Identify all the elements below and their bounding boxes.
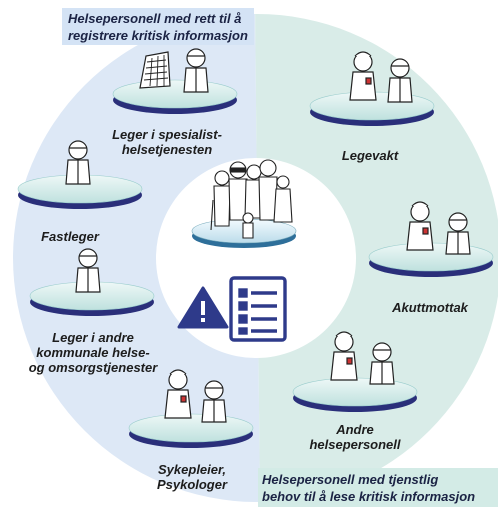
platform-andre bbox=[292, 377, 418, 412]
label-akuttmottak: Akuttmottak bbox=[392, 300, 468, 315]
label-legevakt: Legevakt bbox=[341, 148, 399, 163]
nurse-icon bbox=[349, 51, 377, 101]
header-top-box bbox=[62, 8, 254, 45]
patients-group-icon bbox=[210, 159, 293, 239]
doctor-icon bbox=[369, 342, 395, 385]
label-andre: Andre helsepersonell bbox=[309, 422, 401, 452]
label-fastleger: Fastleger bbox=[41, 229, 99, 244]
platforms bbox=[17, 79, 494, 448]
doctor-icon bbox=[201, 380, 227, 423]
platform-fastleger bbox=[17, 174, 143, 209]
label-spesialist: Leger i spesialist- helsetjenesten bbox=[112, 127, 222, 157]
nurse-icon bbox=[406, 201, 434, 251]
doctor-icon bbox=[65, 140, 91, 185]
doctor-icon bbox=[183, 48, 209, 93]
header-top: Helsepersonell med rett til å registrere… bbox=[68, 11, 248, 43]
platform-kommunale bbox=[29, 281, 155, 316]
figures bbox=[65, 48, 471, 423]
doctor-icon bbox=[75, 248, 101, 293]
nurse-icon bbox=[164, 369, 192, 419]
header-bottom: Helsepersonell med tjenstlig behov til å… bbox=[262, 472, 476, 504]
doctor-icon bbox=[445, 212, 471, 255]
platform-sykepleier bbox=[128, 413, 254, 448]
label-kommunale: Leger i andre kommunale helse- og omsorg… bbox=[28, 330, 158, 375]
platform-spesialist bbox=[112, 79, 238, 114]
label-sykepleier: Sykepleier, Psykologer bbox=[156, 462, 228, 492]
nurse-icon bbox=[330, 331, 358, 381]
checklist-icon bbox=[229, 276, 287, 342]
header-bottom-box bbox=[258, 468, 498, 507]
doctor-icon bbox=[387, 58, 413, 103]
warning-icon bbox=[177, 286, 229, 329]
hospital-building-icon bbox=[139, 51, 171, 89]
